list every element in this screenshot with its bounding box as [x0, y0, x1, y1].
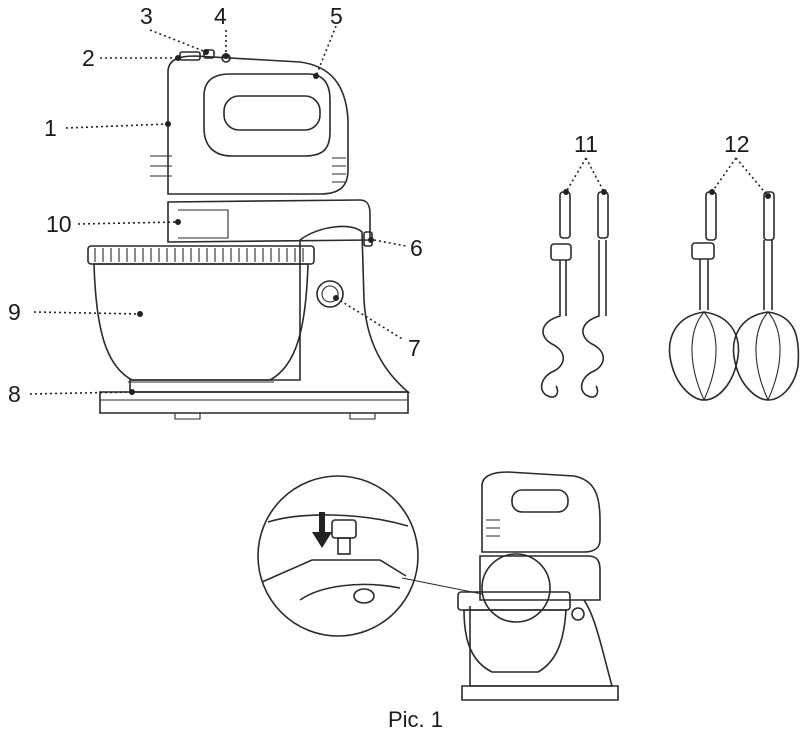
callout-12: 12: [724, 131, 750, 157]
callout-3: 3: [140, 3, 153, 29]
callout-1: 1: [44, 115, 57, 141]
callout-9: 9: [8, 299, 21, 325]
figure-caption: Pic. 1: [388, 707, 443, 732]
bowl-rim-ridges: [94, 248, 304, 262]
stand-mixer-illustration: [87, 49, 411, 420]
callout-11: 11: [574, 131, 598, 157]
dough-hooks-illustration: [540, 191, 609, 398]
assembly-detail-illustration: [257, 471, 619, 701]
callout-2: 2: [82, 45, 95, 71]
callout-10: 10: [46, 211, 72, 237]
callout-8: 8: [8, 381, 21, 407]
callout-5: 5: [330, 3, 343, 29]
beaters-illustration: [668, 191, 800, 401]
callout-6: 6: [410, 235, 423, 261]
callout-4: 4: [214, 3, 227, 29]
callout-7: 7: [408, 335, 421, 361]
callout-leader-lines: [29, 25, 771, 395]
